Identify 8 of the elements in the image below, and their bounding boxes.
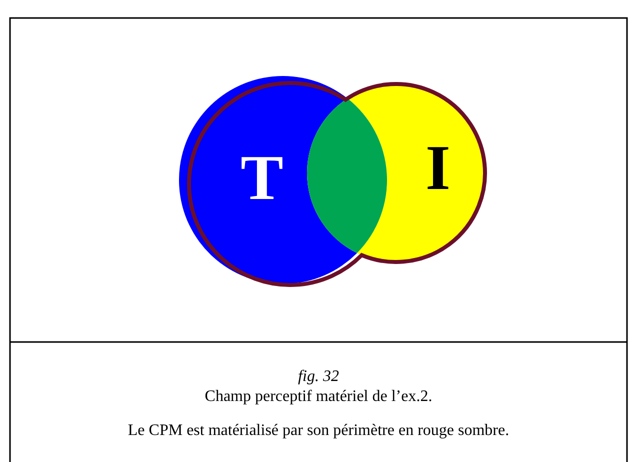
set-region — [179, 76, 358, 284]
overlap-lens — [307, 98, 387, 254]
figure-number: fig. 32 — [298, 368, 339, 385]
caption-text: Champ perceptif matériel de l’ex.2. — [204, 388, 432, 405]
set-letter: T — [240, 146, 284, 210]
set-region — [347, 84, 485, 262]
caption-text: Le CPM est matérialisé par son périmètre en rouge sombre. — [128, 422, 510, 439]
set-letter: I — [426, 136, 450, 200]
